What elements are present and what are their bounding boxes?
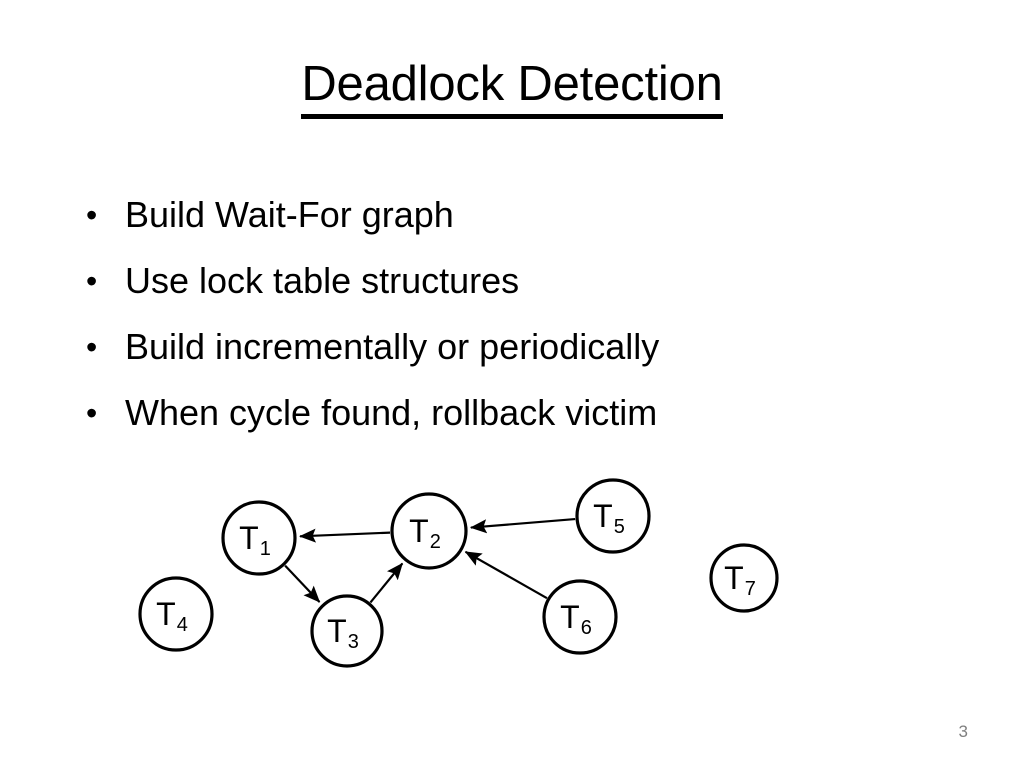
bullet-item-text: Build Wait-For graph <box>125 194 454 235</box>
bullet-item: • Use lock table structures <box>78 248 958 314</box>
graph-node-label: T4 <box>156 596 188 636</box>
graph-node-t2[interactable]: T2 <box>390 492 468 570</box>
graph-node-subscript: 5 <box>614 516 625 538</box>
bullet-marker-icon: • <box>86 197 98 233</box>
bullet-item: • When cycle found, rollback victim <box>78 380 958 446</box>
page-number: 3 <box>958 722 968 741</box>
graph-node-subscript: 2 <box>430 531 441 553</box>
graph-node-subscript: 1 <box>260 538 271 560</box>
graph-edge-t2-to-t1 <box>299 528 391 543</box>
graph-edge-t5-to-t2 <box>469 517 576 534</box>
graph-edges-group <box>284 517 576 604</box>
graph-node-t7[interactable]: T7 <box>709 543 779 613</box>
page-title: Deadlock Detection <box>301 58 723 119</box>
graph-node-t4[interactable]: T4 <box>138 576 214 652</box>
bullet-item-text: Use lock table structures <box>125 260 520 301</box>
graph-node-label: T3 <box>327 613 359 653</box>
graph-node-label: T1 <box>239 520 271 560</box>
graph-node-subscript: 7 <box>745 578 756 600</box>
graph-node-label: T6 <box>560 599 592 639</box>
graph-node-subscript: 3 <box>348 631 359 653</box>
bullet-marker-icon: • <box>86 395 98 431</box>
graph-edge-t1-to-t3 <box>284 564 321 603</box>
graph-node-circle <box>575 478 651 554</box>
bullet-item-text: Build incrementally or periodically <box>125 326 660 367</box>
graph-node-subscript: 6 <box>581 617 592 639</box>
graph-node-label: T7 <box>724 560 756 600</box>
graph-edge-t6-to-t2 <box>464 550 548 600</box>
graph-node-t6[interactable]: T6 <box>542 579 618 655</box>
bullet-marker-icon: • <box>86 329 98 365</box>
graph-node-circle <box>709 543 779 613</box>
graph-node-circle <box>138 576 214 652</box>
bullet-item: • Build Wait-For graph <box>78 182 958 248</box>
graph-node-t5[interactable]: T5 <box>575 478 651 554</box>
title-block: Deadlock Detection <box>0 58 1024 119</box>
graph-node-circle <box>542 579 618 655</box>
graph-node-circle <box>310 594 384 668</box>
graph-node-label: T2 <box>409 513 441 553</box>
graph-node-subscript: 4 <box>177 614 188 636</box>
bullet-item: • Build incrementally or periodically <box>78 314 958 380</box>
graph-edge-t3-to-t2 <box>369 562 404 604</box>
graph-node-t1[interactable]: T1 <box>221 500 297 576</box>
bullet-list: • Build Wait-For graph • Use lock table … <box>78 182 958 446</box>
graph-node-t3[interactable]: T3 <box>310 594 384 668</box>
graph-node-circle <box>221 500 297 576</box>
bullet-item-text: When cycle found, rollback victim <box>125 392 658 433</box>
graph-node-label: T5 <box>593 498 625 538</box>
bullet-marker-icon: • <box>86 263 98 299</box>
graph-node-circle <box>390 492 468 570</box>
